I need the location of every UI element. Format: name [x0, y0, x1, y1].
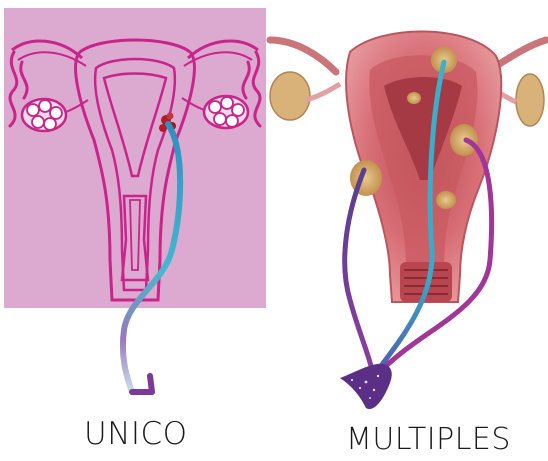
right-panel-uterus-anatomy — [270, 31, 546, 409]
right-panel-left-ovary — [270, 72, 310, 120]
caption-single: UNICO — [84, 416, 188, 452]
right-panel-right-ovary — [516, 74, 544, 126]
single-pathway-end-hook — [132, 376, 152, 392]
fibroid-nodule-lower-right — [436, 191, 456, 209]
fibroid-nodule-upper-left — [407, 92, 421, 104]
left-ovary — [22, 99, 66, 131]
sparkle-blob-icon — [340, 364, 392, 409]
right-ovary — [204, 96, 248, 128]
multiple-pathway-violet-left — [345, 170, 372, 370]
left-panel-uterus-outline — [4, 8, 266, 392]
right-panel-left-tube — [270, 40, 336, 72]
caption-multiple: MULTIPLES — [346, 422, 511, 457]
